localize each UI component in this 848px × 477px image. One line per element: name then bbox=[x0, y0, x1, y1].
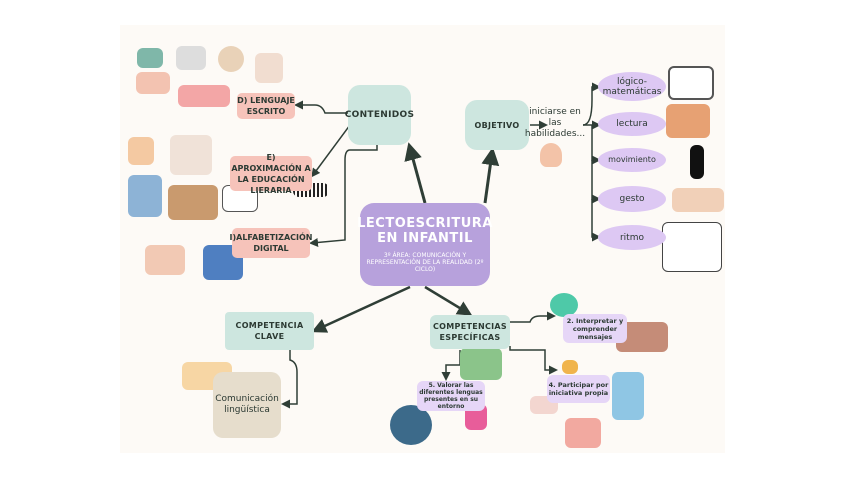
posters-illustration bbox=[178, 85, 230, 107]
competencia-clave-node[interactable]: COMPETENCIA CLAVE bbox=[225, 312, 314, 350]
boy-raising-hand-illustration bbox=[612, 372, 644, 420]
objetivo-text: iniciarse en las habilidades... bbox=[524, 106, 586, 139]
competencia-interpretar[interactable]: 2. Interpretar y comprender mensajes bbox=[563, 314, 627, 343]
skill-movimiento[interactable]: movimiento bbox=[598, 148, 666, 172]
contenido-aproximacion-literaria[interactable]: E) APROXIMACIÓN A LA EDUCACIÓN LIERARIA bbox=[230, 152, 312, 195]
brain-eye-icon bbox=[136, 72, 170, 94]
reading-girl-illustration bbox=[666, 104, 710, 138]
central-title-line2: EN INFANTIL bbox=[377, 231, 473, 246]
walking-person-icon bbox=[690, 145, 704, 179]
skill-ritmo[interactable]: ritmo bbox=[598, 225, 666, 250]
comunicacion-linguistica-node[interactable]: Comunicación lingüística bbox=[213, 372, 281, 438]
guitar-music-icon bbox=[662, 222, 722, 272]
pencil-icon bbox=[562, 360, 578, 374]
fairy-tales-book-icon bbox=[128, 175, 162, 217]
newspaper-illustration bbox=[176, 46, 206, 70]
chat-bubbles-icon bbox=[550, 293, 578, 317]
central-title-line1: LECTOESCRITURA bbox=[357, 216, 493, 231]
storybook-park-illustration bbox=[460, 348, 502, 380]
contenido-alfabetizacion-digital[interactable]: I)ALFABETIZACIÓN DIGITAL bbox=[230, 228, 313, 258]
skill-logico-matematicas[interactable]: lógico-matemáticas bbox=[598, 72, 666, 101]
imagination-girl-illustration bbox=[390, 405, 432, 445]
competencia-valorar-lenguas[interactable]: 5. Valorar las diferentes lenguas presen… bbox=[417, 381, 485, 411]
bookshelf-kids-illustration bbox=[168, 185, 218, 220]
competencias-especificas-node[interactable]: COMPETENCIAS ESPECÍFICAS bbox=[430, 315, 510, 349]
heart-hands-illustration bbox=[672, 188, 724, 212]
child-reading-illustration bbox=[255, 53, 283, 83]
storytelling-illustration bbox=[170, 135, 212, 175]
objetivo-node[interactable]: OBJETIVO bbox=[465, 100, 529, 150]
central-subtitle: 3º ÁREA: COMUNICACIÓN Y REPRESENTACIÓN D… bbox=[366, 252, 484, 273]
books-illustration bbox=[137, 48, 163, 68]
man-reading-illustration bbox=[145, 245, 185, 275]
head-book-icon bbox=[128, 137, 154, 165]
central-topic[interactable]: LECTOESCRITURA EN INFANTIL 3º ÁREA: COMU… bbox=[357, 203, 493, 286]
sign-hand-illustration bbox=[218, 46, 244, 72]
contenidos-node[interactable]: CONTENIDOS bbox=[345, 85, 414, 145]
math-board-icon bbox=[668, 66, 714, 100]
contenido-lenguaje-escrito[interactable]: D) LENGUAJE ESCRITO bbox=[237, 93, 295, 119]
gear-head-icon bbox=[540, 143, 562, 167]
skill-lectura[interactable]: lectura bbox=[598, 112, 666, 136]
skill-gesto[interactable]: gesto bbox=[598, 186, 666, 212]
competencia-participar[interactable]: 4. Participar por iniciativa propia bbox=[547, 375, 610, 403]
girl-studying-illustration bbox=[565, 418, 601, 448]
